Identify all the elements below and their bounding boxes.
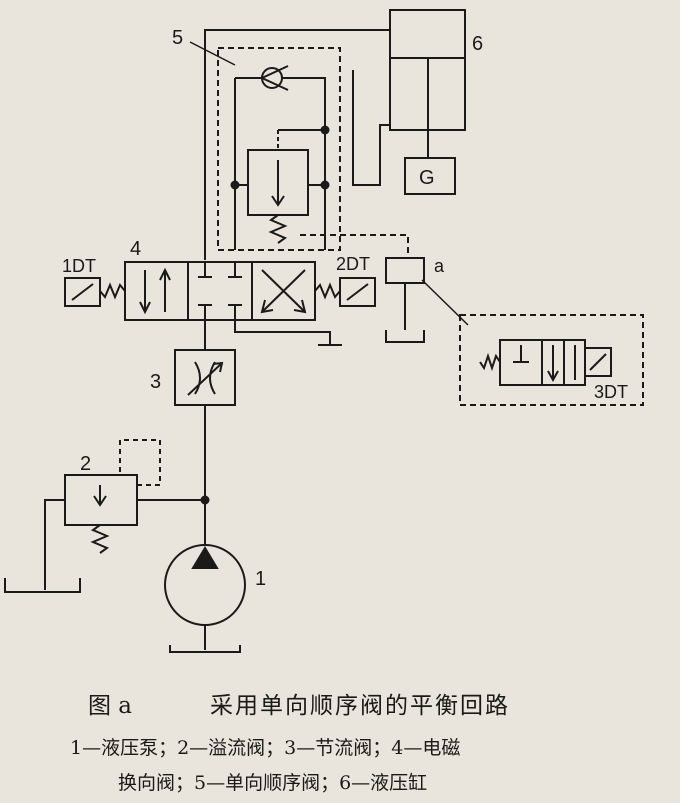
legend-line-1: 1—液压泵；2—溢流阀；3—节流阀；4—电磁 [70, 737, 461, 759]
label-sequence-valve-5: 5 [172, 27, 183, 49]
solenoid-2dt-label: 2DT [336, 254, 370, 274]
leader-line-5 [189, 41, 236, 66]
junction-dot [320, 125, 330, 135]
legend-line-2: 换向阀；5—单向顺序阀；6—液压缸 [118, 772, 428, 794]
relief-valve [4, 439, 205, 593]
drain-valve-a [385, 257, 425, 343]
figure-label: 图 a [88, 693, 133, 719]
junction-dot [320, 180, 330, 190]
junction-dot [230, 180, 240, 190]
label-a: a [434, 256, 445, 276]
sequence-valve-enclosure [217, 47, 341, 251]
label-throttle-valve-3: 3 [150, 371, 161, 393]
figure-title: 采用单向顺序阀的平衡回路 [210, 693, 510, 719]
hydraulic-cylinder [389, 9, 466, 195]
solenoid-1dt-label: 1DT [62, 256, 96, 276]
return-line [234, 320, 331, 345]
leader-line-a [421, 279, 469, 326]
drain-line [300, 234, 409, 258]
load-g-label: G [419, 167, 435, 189]
detail-enclosure-3dt [459, 314, 644, 406]
hydraulic-circuit-diagram: G 6 5 [4, 9, 644, 653]
cylinder-lines [204, 29, 390, 260]
throttle-valve [174, 349, 236, 545]
solenoid-3dt-label: 3DT [594, 382, 628, 402]
solenoid-valve-3dt [479, 339, 612, 386]
hydraulic-pump [164, 544, 246, 653]
sequence-valve-body [234, 129, 326, 250]
label-directional-valve-4: 4 [130, 238, 141, 260]
directional-valve [64, 261, 376, 321]
label-relief-valve-2: 2 [80, 453, 91, 475]
label-cylinder-6: 6 [472, 33, 483, 55]
label-pump-1: 1 [255, 568, 266, 590]
check-valve [234, 65, 326, 185]
